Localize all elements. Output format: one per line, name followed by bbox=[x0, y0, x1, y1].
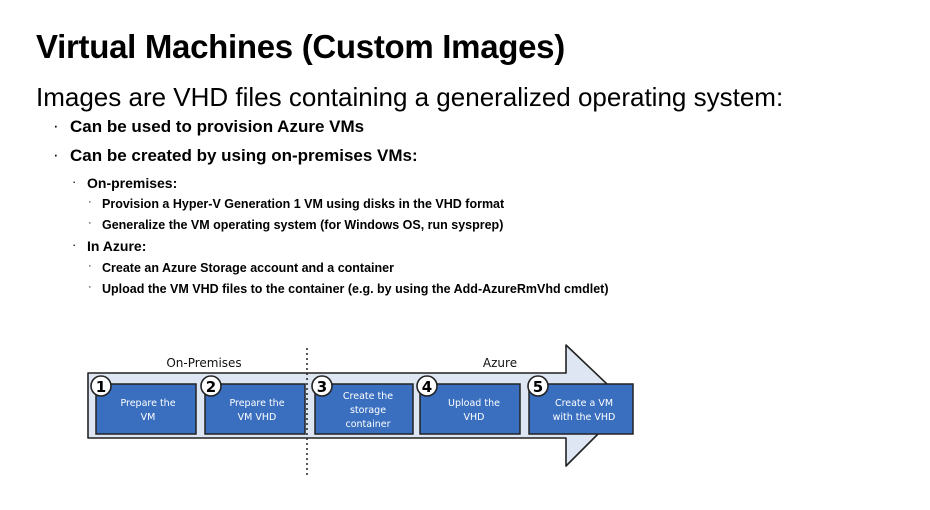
step-5: Create a VM with the VHD 5 bbox=[527, 375, 634, 435]
step-label: with the VHD bbox=[553, 412, 616, 423]
step-label: Prepare the bbox=[120, 398, 175, 409]
bullet-dot-icon: · bbox=[53, 145, 59, 164]
bullet-dot-icon: · bbox=[88, 281, 92, 293]
step-2: Prepare the VM VHD 2 bbox=[200, 375, 306, 435]
bullet-item: · Upload the VM VHD files to the contain… bbox=[88, 281, 609, 296]
bullet-item: · Create an Azure Storage account and a … bbox=[88, 260, 394, 275]
bullet-item: · On-premises: bbox=[72, 174, 178, 191]
step-number-badge bbox=[527, 375, 549, 397]
bullet-text: On-premises: bbox=[87, 175, 178, 191]
bullet-item: · Provision a Hyper-V Generation 1 VM us… bbox=[88, 196, 505, 211]
bullet-text: Create an Azure Storage account and a co… bbox=[102, 261, 394, 275]
step-label: VM bbox=[141, 412, 156, 423]
slide-title: Virtual Machines (Custom Images) bbox=[36, 28, 565, 65]
bullet-dot-icon: · bbox=[88, 196, 92, 208]
step-3: Create the storage container 3 bbox=[311, 375, 414, 435]
step-label: storage bbox=[350, 405, 386, 416]
step-1: Prepare the VM 1 bbox=[90, 375, 197, 435]
step-number: 2 bbox=[206, 378, 216, 396]
step-box bbox=[95, 383, 197, 435]
step-number: 4 bbox=[422, 378, 432, 396]
step-number: 1 bbox=[96, 378, 106, 396]
step-4: Upload the VHD 4 bbox=[416, 375, 521, 435]
step-box bbox=[419, 383, 521, 435]
bullet-text: In Azure: bbox=[87, 238, 147, 254]
bullet-text: Can be used to provision Azure VMs bbox=[70, 117, 365, 136]
step-number-badge bbox=[90, 375, 112, 397]
step-label: VM VHD bbox=[238, 412, 277, 423]
bullet-text: Generalize the VM operating system (for … bbox=[102, 218, 504, 232]
bullet-item: · Can be created by using on-premises VM… bbox=[53, 145, 418, 166]
bullet-item: · Generalize the VM operating system (fo… bbox=[88, 217, 504, 232]
step-label: Create a VM bbox=[555, 398, 613, 409]
bullet-dot-icon: · bbox=[88, 260, 92, 272]
step-number-badge bbox=[200, 375, 222, 397]
step-label: Prepare the bbox=[229, 398, 284, 409]
bullet-item: · Can be used to provision Azure VMs bbox=[53, 116, 365, 137]
step-label: VHD bbox=[464, 412, 485, 423]
bullet-text: Can be created by using on-premises VMs: bbox=[70, 146, 418, 165]
bullet-dot-icon: · bbox=[72, 237, 77, 252]
process-diagram: On-Premises Azure Prepare the VM 1 Prepa… bbox=[87, 344, 634, 476]
step-number: 5 bbox=[533, 378, 543, 396]
bullet-dot-icon: · bbox=[53, 116, 59, 135]
step-box bbox=[314, 383, 414, 435]
step-number-badge bbox=[416, 375, 438, 397]
bullet-text: Upload the VM VHD files to the container… bbox=[102, 282, 609, 296]
bullet-text: Provision a Hyper-V Generation 1 VM usin… bbox=[102, 197, 505, 211]
step-number: 3 bbox=[317, 378, 327, 396]
slide-subtitle: Images are VHD files containing a genera… bbox=[36, 82, 784, 112]
bullet-dot-icon: · bbox=[72, 174, 77, 189]
step-box bbox=[204, 383, 306, 435]
step-label: container bbox=[345, 419, 390, 430]
step-label: Create the bbox=[343, 391, 393, 402]
bullet-dot-icon: · bbox=[88, 217, 92, 229]
region-label-on-premises: On-Premises bbox=[166, 356, 241, 370]
region-label-azure: Azure bbox=[483, 356, 517, 370]
bullet-item: · In Azure: bbox=[72, 237, 147, 254]
step-number-badge bbox=[311, 375, 333, 397]
step-label: Upload the bbox=[448, 398, 500, 409]
